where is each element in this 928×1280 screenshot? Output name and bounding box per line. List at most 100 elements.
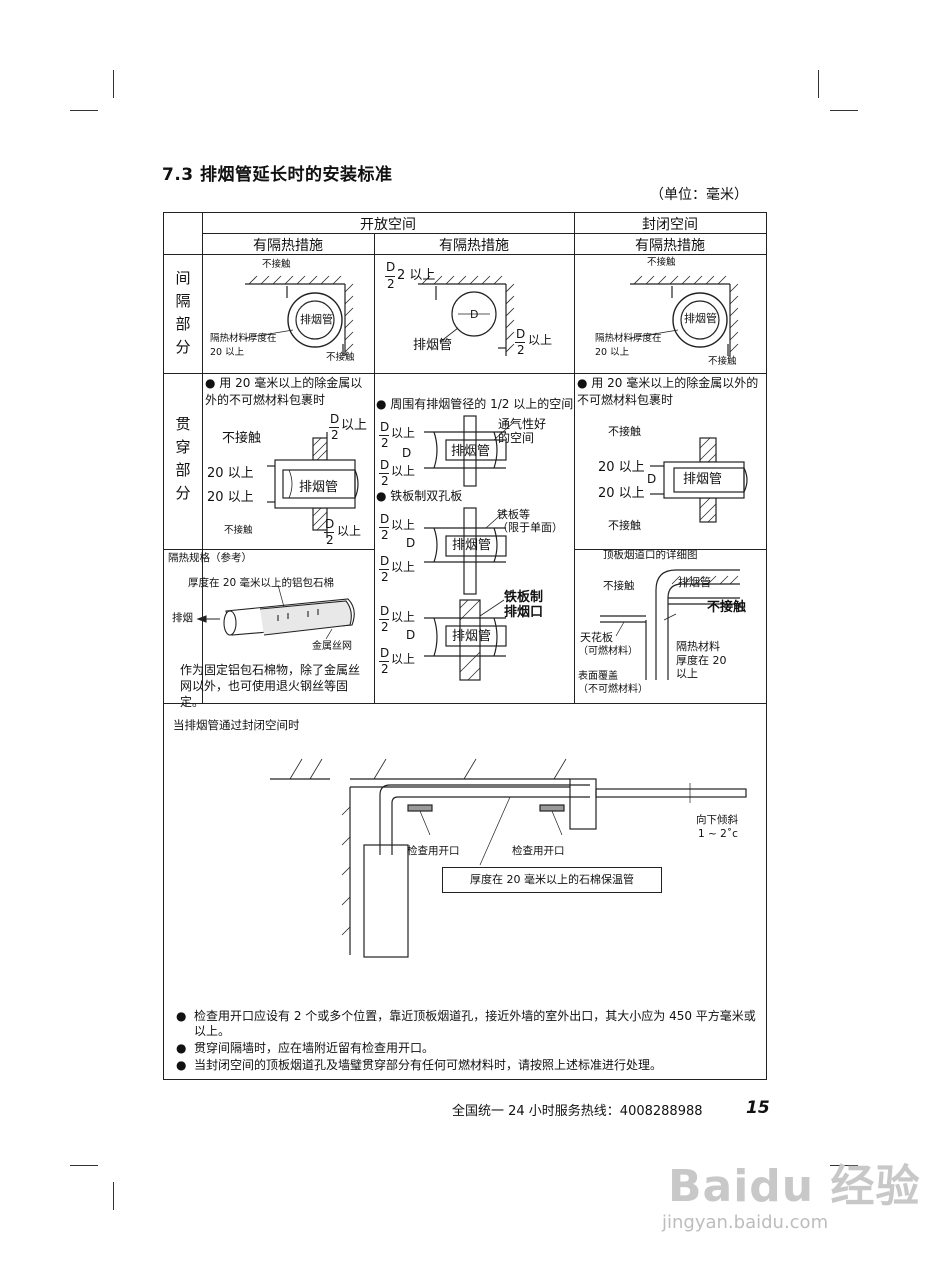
d-label: D	[402, 446, 412, 460]
half-d-numerator: D	[325, 517, 335, 531]
crop-mark	[113, 70, 114, 98]
no-touch-label: 不接触	[262, 259, 291, 270]
pipe-label: 排烟管	[452, 629, 492, 644]
above-label: 以上	[391, 426, 416, 440]
pipe-label: 排烟管	[451, 444, 491, 459]
20-above-label: 20 以上	[207, 490, 254, 505]
no-touch-label: 不接触	[608, 425, 641, 438]
ceiling-detail-title: 顶板烟道口的详细图	[603, 549, 698, 561]
closed-pass-title: 当排烟管通过封闭空间时	[173, 718, 300, 732]
note-item: ●检查用开口应设有 2 个或多个位置，靠近顶板烟道孔，接近外墙的室外出口，其大小…	[176, 1009, 756, 1038]
standards-table: 开放空间 封闭空间 有隔热措施 有隔热措施 有隔热措施 间隔部分 贯穿部分	[163, 212, 767, 1080]
exhaust-label: 排烟	[172, 612, 193, 624]
iron-label: 铁板等	[497, 508, 530, 521]
half-d-denominator: 2	[381, 528, 389, 542]
half-d-denominator: 2	[387, 277, 395, 291]
no-touch-label: 不接触	[222, 431, 262, 446]
asbestos-pipe-box: 厚度在 20 毫米以上的石棉保温管	[442, 867, 662, 893]
no-touch-label: 不接触	[708, 356, 737, 367]
20-above-label: 20 以上	[598, 486, 645, 501]
subheader-2: 有隔热措施	[439, 238, 509, 254]
crop-mark	[70, 110, 98, 111]
ceiling-detail-diagram	[600, 569, 740, 680]
closed-space-header: 封闭空间	[642, 217, 698, 233]
above-label: 以上	[391, 464, 416, 478]
half-d-denominator: 2	[331, 428, 339, 442]
cover-label-2: （不可燃材料）	[578, 684, 648, 695]
slope-label: 向下倾斜	[696, 814, 738, 826]
half-d-denominator: 2	[381, 570, 389, 584]
insul-label-2: 20 以上	[595, 347, 630, 358]
half-d-numerator: D	[380, 646, 390, 660]
gap-diagram-open-1	[244, 275, 354, 356]
pipe-label: 排烟管	[452, 538, 492, 553]
through-diagram-open-1	[267, 432, 359, 538]
slope-label-2: 1 ~ 2˚c	[698, 828, 738, 840]
vent-label-2: 的空间	[498, 431, 535, 445]
20-above-label: 20 以上	[207, 466, 254, 481]
crop-mark	[830, 110, 858, 111]
d2-above-label: 以上	[337, 524, 362, 538]
pipe-label: 排烟管	[299, 480, 339, 495]
no-touch-big-label: 不接触	[707, 600, 747, 615]
no-touch-label: 不接触	[603, 580, 635, 592]
subheader-1: 有隔热措施	[253, 238, 323, 254]
half-d-numerator: D	[380, 554, 390, 568]
iron-outlet-label: 铁板制	[504, 590, 544, 605]
d2-above-label-2: 以上	[528, 333, 553, 347]
note-item: ●贯穿间隔墙时，应在墙附近留有检查用开口。	[176, 1041, 435, 1055]
inspection-opening-label: 检查用开口	[512, 845, 565, 857]
no-touch-label: 不接触	[326, 352, 355, 363]
half-d-numerator: D	[380, 420, 390, 434]
hotline-footer: 全国统一 24 小时服务热线：4008288988	[452, 1104, 703, 1119]
crop-mark	[70, 1165, 98, 1166]
row-label-through: 贯穿部分	[175, 415, 191, 502]
half-d-numerator: D	[380, 604, 390, 618]
baidu-watermark-url: jingyan.baidu.com	[662, 1212, 829, 1233]
insulation-spec-title: 隔热规格（参考）	[168, 552, 252, 564]
half-d-numerator: D	[330, 412, 340, 426]
ceiling-label-2: （可燃材料）	[578, 646, 638, 657]
pipe-label: 排烟管	[683, 472, 723, 487]
crop-mark	[113, 1182, 114, 1210]
half-d-denominator: 2	[326, 533, 334, 547]
half-d-denominator: 2	[381, 436, 389, 450]
ceiling-label: 天花板	[580, 631, 613, 644]
through-note-open-2: ● 周围有排烟管径的 1/2 以上的空间	[376, 397, 574, 411]
iron-outlet-label-2: 排烟口	[504, 605, 544, 620]
closed-pass-diagram	[270, 758, 747, 958]
row-label-gap: 间隔部分	[175, 269, 191, 356]
insul-label-2: 20 以上	[210, 347, 245, 358]
half-d-denominator: 2	[517, 343, 525, 357]
20-above-label: 20 以上	[598, 460, 645, 475]
above-label: 以上	[391, 518, 416, 532]
half-d-denominator: 2	[381, 620, 389, 634]
insul-label: 隔热材料厚度在	[210, 333, 277, 344]
notes-list: ●检查用开口应设有 2 个或多个位置，靠近顶板烟道孔，接近外墙的室外出口，其大小…	[176, 1009, 758, 1073]
through-diagram-closed	[650, 437, 748, 523]
through-note-open-2b: ● 铁板制双孔板	[376, 489, 463, 503]
above-label: 以上	[391, 610, 416, 624]
half-d-numerator: D	[380, 458, 390, 472]
d2-above-label: 以上	[341, 418, 368, 433]
half-d-numerator: D	[380, 512, 390, 526]
pipe-label: 排烟管	[413, 338, 453, 353]
above-label: 以上	[391, 652, 416, 666]
insulation-diagram	[196, 584, 355, 640]
no-touch-label: 不接触	[647, 257, 676, 268]
pipe-label: 排烟管	[678, 576, 711, 589]
baidu-watermark-logo: Baidu 经验	[668, 1161, 921, 1212]
through-note-closed: ● 用 20 毫米以上的除金属以外的不可燃材料包裹时	[577, 376, 759, 407]
cover-label: 表面覆盖	[578, 671, 618, 682]
above-label: 以上	[391, 560, 416, 574]
iron-label-2: （限于单面）	[497, 521, 563, 534]
vent-label: 通气性好	[498, 417, 547, 431]
section-title: 7.3 排烟管延长时的安装标准	[162, 165, 393, 185]
d-label: D	[470, 308, 479, 321]
open-space-header: 开放空间	[360, 217, 416, 233]
thickness-label: 厚度在 20 毫米以上的铝包石棉	[188, 577, 335, 589]
insul-label-3: 以上	[676, 667, 698, 680]
page-number: 15	[746, 1098, 770, 1118]
insul-label-2: 厚度在 20	[676, 654, 727, 667]
note-item: ●当封闭空间的顶板烟道孔及墙璧贯穿部分有任何可燃材料时，请按照上述标准进行处理。	[176, 1058, 663, 1072]
